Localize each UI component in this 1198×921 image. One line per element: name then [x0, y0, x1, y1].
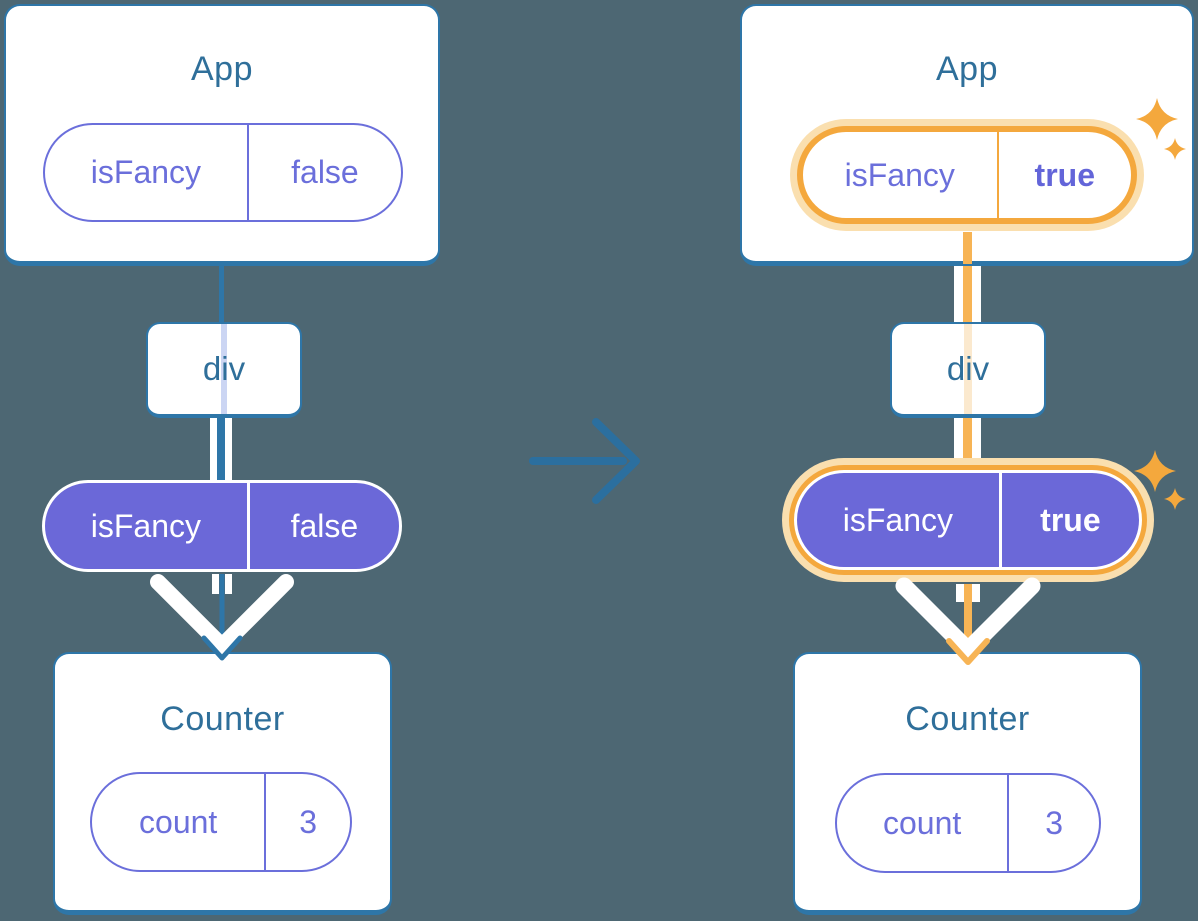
right-prop-arrow	[895, 577, 1041, 665]
state-value-label: 3	[1045, 804, 1064, 841]
right-div-label: div	[946, 350, 990, 387]
left-div-card: div	[146, 322, 302, 418]
left-prop-pill: isFancy false	[42, 480, 402, 572]
right-prop-pill: isFancy true	[794, 470, 1142, 570]
right-connector-core	[963, 264, 972, 324]
right-connector-casing-right2	[972, 416, 981, 470]
state-value-label: true	[1034, 156, 1095, 193]
prop-name-label: isFancy	[797, 473, 1002, 567]
left-connector-core	[217, 416, 225, 482]
sparkle-icon	[1164, 488, 1186, 510]
left-app-title: App	[191, 50, 253, 88]
right-connector-casing-left	[954, 264, 963, 324]
right-div-card: div	[890, 322, 1046, 418]
state-value-label: false	[291, 154, 359, 190]
right-app-state-pill: isFancy true	[797, 126, 1137, 224]
right-app-pill-line	[963, 232, 972, 264]
right-div-through-line	[964, 324, 972, 414]
right-counter-state-pill: count 3	[835, 773, 1101, 873]
left-div-label: div	[202, 350, 246, 387]
right-connector-casing-right	[972, 264, 981, 324]
state-name-label: isFancy	[45, 125, 249, 220]
left-connector-casing-left	[210, 416, 217, 482]
left-app-div-connector	[219, 264, 224, 324]
state-name-label: count	[837, 775, 1010, 871]
left-prop-arrow	[150, 574, 294, 661]
prop-value-label: false	[290, 507, 359, 544]
sparkle-icon	[1134, 450, 1176, 492]
transition-arrow-icon	[529, 418, 640, 504]
left-connector-casing-right	[225, 416, 232, 482]
left-div-through-line	[221, 324, 227, 414]
left-counter-state-pill: count 3	[90, 772, 352, 872]
sparkle-icon	[1136, 98, 1178, 140]
left-counter-title: Counter	[160, 700, 285, 738]
right-connector-casing-left2	[954, 416, 963, 470]
prop-name-label: isFancy	[45, 483, 250, 569]
state-value-label: 3	[299, 803, 318, 840]
right-counter-title: Counter	[905, 700, 1030, 738]
sparkle-icon	[1164, 138, 1186, 160]
prop-value-label: true	[1040, 501, 1101, 538]
right-app-title: App	[936, 50, 998, 88]
state-name-label: count	[92, 774, 267, 870]
state-name-label: isFancy	[803, 132, 999, 218]
right-connector-core2	[963, 416, 972, 470]
left-app-state-pill: isFancy false	[43, 123, 403, 222]
